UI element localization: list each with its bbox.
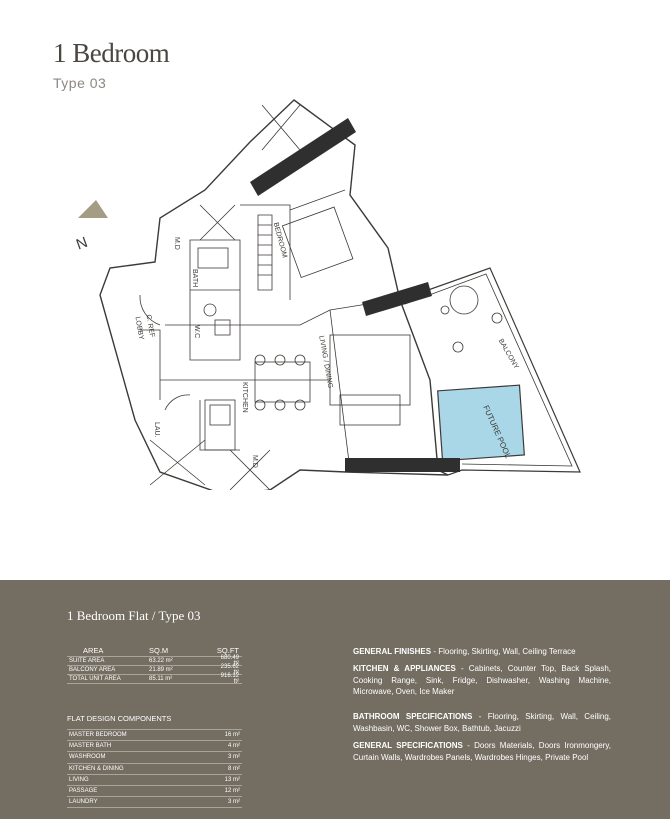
spec-label: BATHROOM SPECIFICATIONS (353, 712, 473, 721)
component-value: 4 m² (228, 743, 240, 750)
spec-general: GENERAL SPECIFICATIONS - Doors Materials… (353, 740, 611, 763)
area-sqm: 63.22 m² (149, 657, 173, 664)
label-bath: BATH (191, 269, 198, 287)
area-table-header: AREA SQ.M SQ.FT (67, 644, 242, 657)
spec-bathroom: BATHROOM SPECIFICATIONS - Flooring, Skir… (353, 711, 611, 734)
spec-label: KITCHEN & APPLIANCES (353, 664, 456, 673)
outer-wall (99, 99, 449, 490)
label-laundry: LAU. (153, 422, 160, 438)
area-table: AREA SQ.M SQ.FT SUITE AREA 63.22 m² 680.… (67, 644, 242, 685)
list-item: WASHROOM 3 m² (67, 752, 242, 764)
spec-kitchen: KITCHEN & APPLIANCES - Cabinets, Counter… (353, 663, 611, 698)
area-name: TOTAL UNIT AREA (69, 675, 121, 682)
spec-text: - Flooring, Skirting, Wall, Ceiling, Was… (353, 712, 611, 733)
component-value: 8 m² (228, 765, 240, 772)
component-name: MASTER BATH (69, 743, 112, 750)
label-kitchen: KITCHEN (241, 382, 248, 413)
page-title: 1 Bedroom (53, 38, 170, 68)
spec-label: GENERAL SPECIFICATIONS (353, 741, 463, 750)
component-value: 13 m² (224, 776, 240, 783)
label-living: LIVING / DINING (317, 335, 333, 389)
label-md-top: M.D (173, 237, 180, 250)
area-sqft: 235.62 ft² (220, 663, 239, 676)
label-balcony: BALCONY (497, 338, 520, 371)
area-name: BALCONY AREA (69, 666, 116, 673)
component-name: LAUNDRY (69, 799, 98, 806)
component-value: 3 m² (228, 754, 240, 761)
list-item: KITCHEN & DINING 8 m² (67, 764, 242, 775)
label-c-ref: C. REF (145, 314, 156, 338)
component-name: MASTER BEDROOM (69, 732, 127, 739)
component-name: WASHROOM (69, 754, 106, 761)
list-item: PASSAGE 12 m² (67, 786, 242, 798)
area-header: AREA (83, 645, 104, 655)
north-label: N (74, 234, 90, 254)
spec-label: GENERAL FINISHES (353, 647, 432, 656)
component-value: 16 m² (224, 732, 240, 739)
component-name: PASSAGE (69, 788, 98, 795)
spec-general-finishes: GENERAL FINISHES - Flooring, Skirting, W… (353, 646, 611, 658)
area-name: SUITE AREA (69, 657, 105, 664)
specification-panel: 1 Bedroom Flat / Type 03 AREA SQ.M SQ.FT… (0, 580, 670, 819)
spec-text: - Doors Materials, Doors Ironmongery, Cu… (353, 741, 612, 762)
sqm-header: SQ.M (149, 645, 169, 655)
list-item: MASTER BATH 4 m² (67, 741, 242, 753)
area-sqm: 21.89 m² (149, 666, 173, 673)
area-sqm: 85.11 m² (149, 675, 173, 682)
spec-text: - Cabinets, Counter Top, Back Splash, Co… (353, 664, 611, 697)
component-value: 12 m² (224, 788, 240, 795)
sqft-header: SQ.FT (216, 645, 239, 655)
list-item: MASTER BEDROOM 16 m² (67, 729, 242, 742)
list-item: LIVING 13 m² (67, 775, 242, 786)
north-arrow-icon (78, 200, 108, 218)
shading-bar-bottom (345, 458, 460, 472)
label-wc: W.C (193, 325, 200, 338)
table-row: BALCONY AREA 21.89 m² 235.62 ft² (67, 663, 242, 676)
label-md-bottom: M.D (251, 455, 258, 468)
component-name: KITCHEN & DINING (69, 765, 124, 772)
pool (437, 384, 525, 462)
area-sqft: 680.49 ft² (220, 654, 239, 667)
shading-bar-top (250, 118, 356, 196)
label-lobby: LOBBY (134, 316, 145, 341)
table-row: SUITE AREA 63.22 m² 680.49 ft² (67, 654, 242, 667)
components-title: FLAT DESIGN COMPONENTS (67, 714, 172, 723)
flat-title: 1 Bedroom Flat / Type 03 (67, 608, 201, 623)
spec-text: - Flooring, Skirting, Wall, Ceiling Terr… (431, 647, 576, 656)
area-sqft: 916.12 ft² (220, 672, 239, 685)
label-bedroom: BEDROOM (272, 222, 288, 259)
page-subtitle: Type 03 (53, 75, 107, 91)
list-item: LAUNDRY 3 m² (67, 797, 242, 809)
component-value: 3 m² (228, 799, 240, 806)
components-table: MASTER BEDROOM 16 m² MASTER BATH 4 m² WASH… (67, 729, 242, 809)
floor-plan: N BEDROOM BATH W.C M.D M.D LOBBY C. REF … (74, 99, 581, 490)
table-row: TOTAL UNIT AREA 85.11 m² 916.12 ft² (67, 672, 242, 685)
component-name: LIVING (69, 776, 89, 783)
shading-bar-middle (362, 282, 432, 316)
